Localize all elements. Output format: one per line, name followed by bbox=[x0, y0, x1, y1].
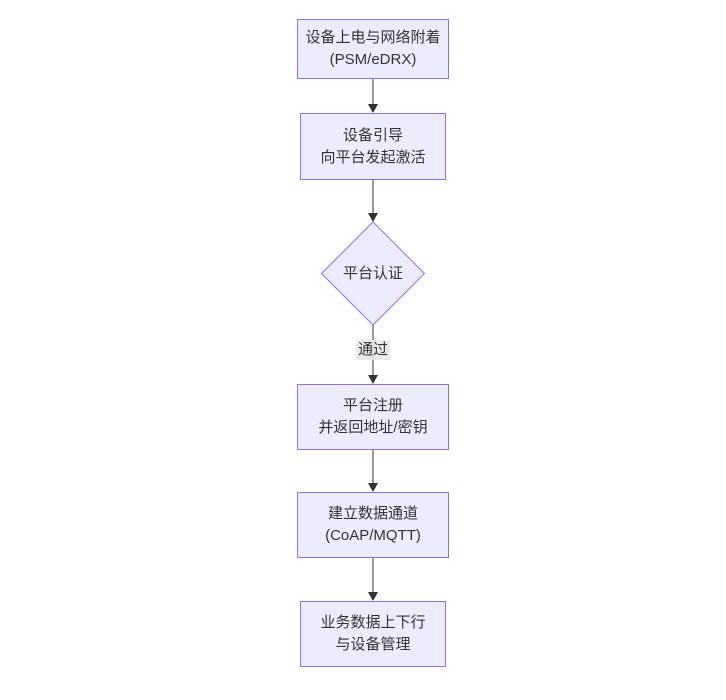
node-label-line: 向平台发起激活 bbox=[320, 148, 426, 166]
flow-node-bootstrap: 设备引导 向平台发起激活 bbox=[300, 113, 446, 180]
node-label-line: 设备引导 bbox=[342, 126, 403, 144]
arrowhead-icon bbox=[368, 375, 378, 384]
node-label-line: 与设备管理 bbox=[335, 636, 411, 653]
node-label-line: 设备上电与网络附着 bbox=[305, 29, 441, 46]
flow-node-data-channel: 建立数据通道 (CoAP/MQTT) bbox=[297, 492, 449, 558]
node-label-line: (PSM/eDRX) bbox=[329, 51, 417, 68]
flow-node-register: 平台注册 并返回地址/密钥 bbox=[297, 384, 449, 450]
node-label-line: 业务数据上下行 bbox=[320, 614, 426, 631]
arrowhead-icon bbox=[368, 104, 378, 113]
flow-node-power-attach: 设备上电与网络附着 (PSM/eDRX) bbox=[297, 19, 449, 79]
flow-node-auth-label: 平台认证 bbox=[343, 263, 403, 285]
arrowhead-icon bbox=[368, 213, 378, 222]
arrowhead-icon bbox=[368, 483, 378, 492]
flow-node-business-data: 业务数据上下行 与设备管理 bbox=[300, 601, 446, 667]
arrowhead-icon bbox=[368, 592, 378, 601]
edge-label-pass: 通过 bbox=[355, 340, 391, 360]
node-label-line: 并返回地址/密钥 bbox=[318, 419, 428, 436]
node-label-line: 平台注册 bbox=[342, 397, 403, 414]
node-label-line: 平台认证 bbox=[342, 265, 404, 282]
node-label-line: 建立数据通道 bbox=[327, 505, 418, 522]
node-label-line: (CoAP/MQTT) bbox=[325, 527, 421, 544]
